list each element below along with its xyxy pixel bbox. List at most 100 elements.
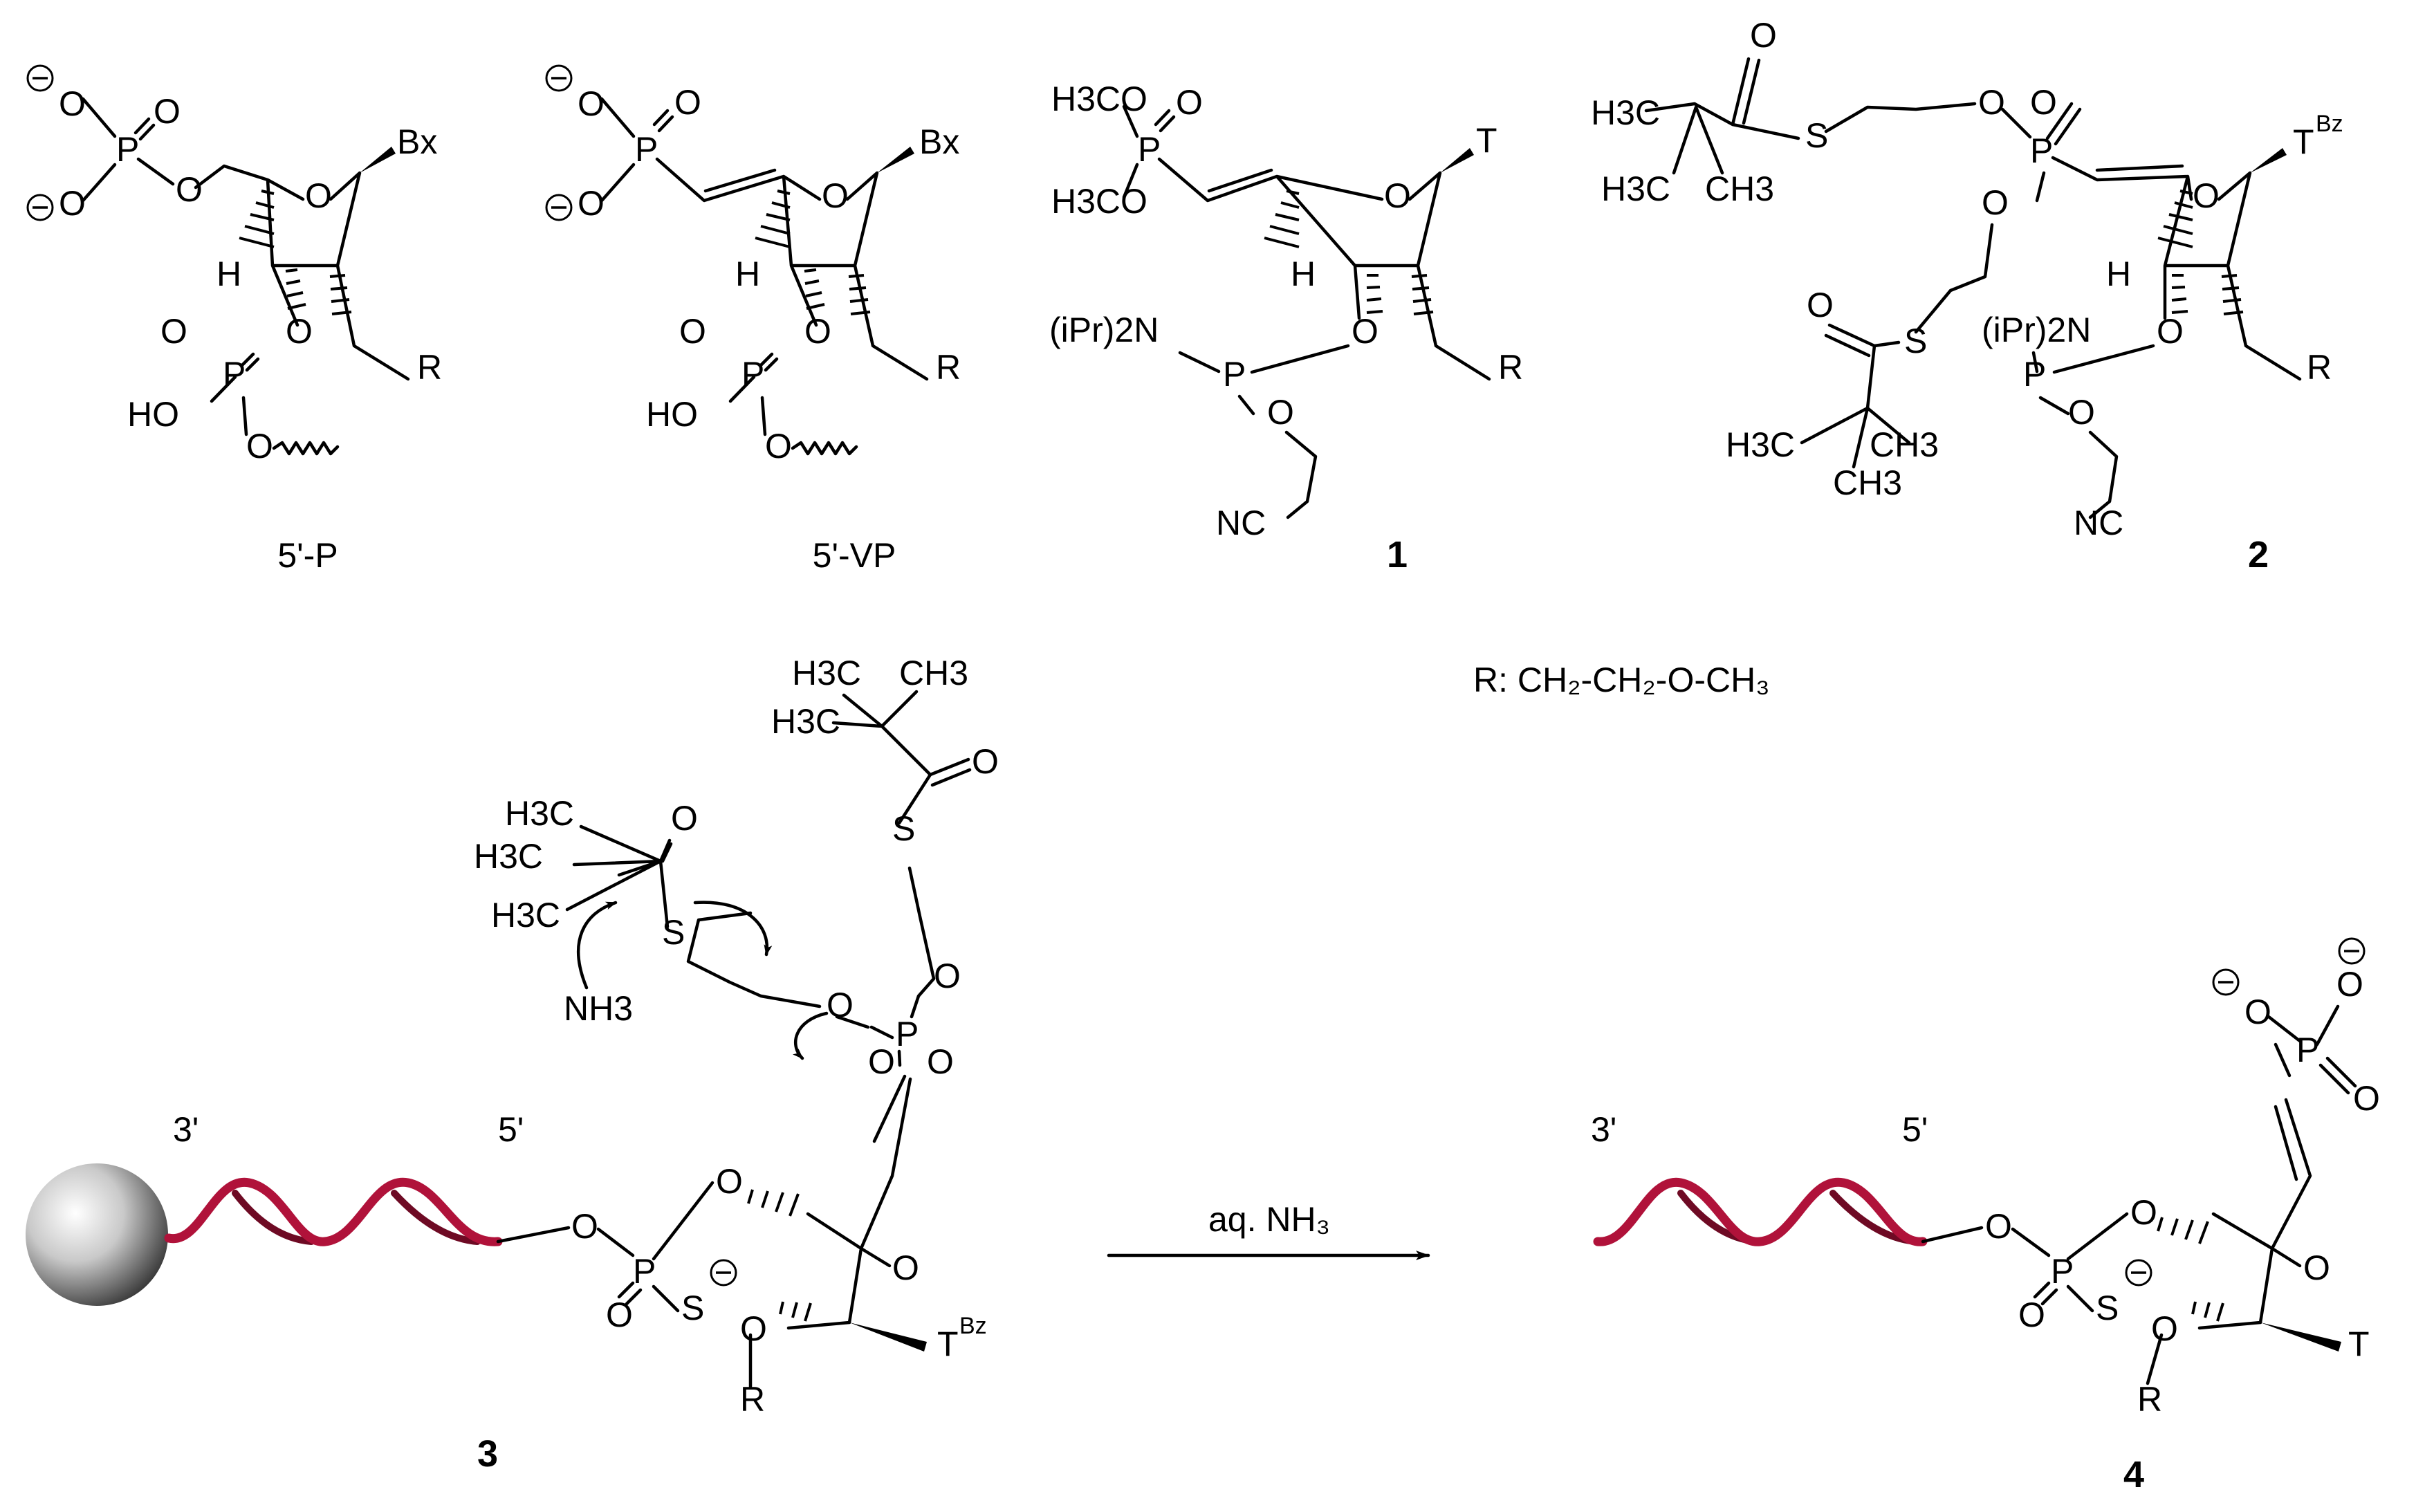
atom-label: Bx xyxy=(397,122,437,161)
atom-label: O xyxy=(2030,83,2057,122)
atom-label: O xyxy=(868,1042,895,1081)
atom-label: O xyxy=(160,312,187,351)
atom-label: HO xyxy=(646,395,698,434)
atom-label: O xyxy=(679,312,706,351)
atom-label: O xyxy=(59,84,86,123)
negative-charge-icon xyxy=(26,64,54,92)
atom-label: S xyxy=(681,1289,704,1327)
atom-label: H3CO xyxy=(1051,80,1147,118)
compound-label-1: 1 xyxy=(1387,534,1408,575)
structure-compound-2: H3C H3C CH3 O S O O P O O T Bz H O S (iP… xyxy=(1591,16,2343,575)
atom-label: O xyxy=(154,92,181,131)
atom-label: O xyxy=(2151,1309,2178,1348)
oligonucleotide-helix-icon xyxy=(1593,1177,1928,1246)
atom-label: O xyxy=(2157,312,2184,351)
strand-3prime-label: 3' xyxy=(1591,1110,1616,1149)
atom-label: CH3 xyxy=(1705,169,1774,208)
compound-label-3: 3 xyxy=(477,1433,498,1475)
atom-label: O xyxy=(246,427,273,465)
atom-label: CH3 xyxy=(1870,425,1939,464)
negative-charge-icon xyxy=(545,64,573,92)
electron-push-arrow-icon xyxy=(576,901,618,990)
atom-label: H3C xyxy=(771,702,840,741)
atom-label: O xyxy=(59,184,86,223)
atom-label: O xyxy=(2193,176,2220,215)
compound-label-5p: 5'-P xyxy=(277,536,338,575)
atom-label: O xyxy=(1982,183,2009,222)
atom-label: H3C xyxy=(792,654,861,692)
negative-charge-icon xyxy=(2212,968,2240,996)
r-group-definition: R: CH₂-CH₂-O-CH₃ xyxy=(1473,661,1770,699)
atom-label: O xyxy=(2353,1079,2380,1118)
atom-label: T xyxy=(1476,121,1497,160)
atom-label: H3C xyxy=(1601,169,1670,208)
negative-charge-icon xyxy=(710,1259,737,1287)
compound-label-4: 4 xyxy=(2123,1454,2144,1495)
atom-label: H3C xyxy=(1591,93,1660,132)
electron-push-arrow-icon xyxy=(693,901,773,957)
negative-charge-icon xyxy=(2125,1259,2152,1287)
compound-label-2: 2 xyxy=(2248,534,2269,575)
atom-label: O xyxy=(1807,286,1834,324)
atom-label: O xyxy=(1352,312,1379,351)
atom-label: HO xyxy=(127,395,179,434)
atom-label: O xyxy=(2336,965,2363,1004)
oligonucleotide-helix-icon xyxy=(164,1177,503,1246)
atom-label: O xyxy=(972,742,999,781)
negative-charge-icon xyxy=(2338,937,2366,965)
atom-label: O xyxy=(176,170,203,209)
atom-label: T xyxy=(937,1325,959,1363)
atom-label: H xyxy=(2106,255,2131,293)
atom-label: S xyxy=(1805,116,1828,155)
atom-label: O xyxy=(822,176,849,215)
atom-label: Bz xyxy=(959,1313,987,1339)
atom-label: (iPr)2N xyxy=(1049,311,1159,349)
strand-5prime-label: 5' xyxy=(1902,1110,1928,1149)
atom-label: NC xyxy=(1216,504,1266,542)
atom-label: H3C xyxy=(491,896,560,934)
structure-5p: O O O P O O Bx H O O P R HO O 5'-P xyxy=(26,64,442,575)
structure-compound-3: 3' 5' O P O S O O O R T Bz O O P O S O H… xyxy=(26,654,999,1475)
atom-label: O xyxy=(934,957,961,995)
reaction-reagent-label: aq. NH₃ xyxy=(1208,1200,1330,1239)
atom-label: O xyxy=(927,1042,954,1081)
atom-label: H3C xyxy=(1726,425,1795,464)
atom-label: O xyxy=(1267,393,1294,432)
atom-label: R xyxy=(1498,348,1523,387)
atom-label: O xyxy=(2068,393,2095,432)
atom-label: P xyxy=(633,1252,656,1291)
reaction-arrow: aq. NH₃ xyxy=(1107,1200,1430,1260)
atom-label: O xyxy=(892,1248,919,1287)
atom-label: R xyxy=(2137,1380,2162,1419)
atom-label: Bz xyxy=(2316,111,2343,137)
atom-label: O xyxy=(674,83,701,122)
atom-label: O xyxy=(2130,1193,2157,1232)
atom-label: R xyxy=(936,348,961,387)
atom-label: O xyxy=(578,84,605,123)
atom-label: O xyxy=(305,176,332,215)
atom-label: P xyxy=(635,130,658,169)
atom-label: O xyxy=(1985,1207,2012,1246)
atom-label: NH3 xyxy=(564,989,633,1028)
atom-label: P xyxy=(1138,130,1161,169)
atom-label: T xyxy=(2348,1325,2370,1363)
atom-label: O xyxy=(740,1309,767,1348)
atom-label: O xyxy=(2244,993,2271,1031)
atom-label: O xyxy=(571,1207,598,1246)
atom-label: S xyxy=(1904,322,1927,360)
atom-label: O xyxy=(804,312,831,351)
atom-label: O xyxy=(1750,16,1777,55)
negative-charge-icon xyxy=(26,194,54,221)
atom-label: P xyxy=(896,1015,919,1053)
atom-label: H3CO xyxy=(1051,182,1147,221)
atom-label: H xyxy=(216,255,241,293)
atom-label: O xyxy=(1384,176,1411,215)
atom-label: O xyxy=(1176,83,1203,122)
atom-label: Bx xyxy=(919,122,959,161)
compound-label-5vp: 5'-VP xyxy=(813,536,896,575)
atom-label: H xyxy=(1291,255,1316,293)
atom-label: R xyxy=(740,1380,765,1419)
electron-push-arrow-icon xyxy=(792,1011,829,1060)
structure-compound-4: 3' 5' O P O S O O O R T O O P O 4 xyxy=(1591,937,2380,1495)
